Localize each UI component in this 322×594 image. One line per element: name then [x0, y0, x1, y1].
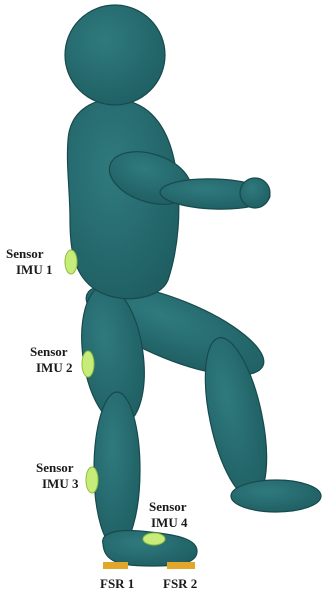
fsr1-pad	[103, 562, 128, 569]
fsr2-pad	[167, 562, 195, 569]
fsr1-label: FSR 1	[100, 576, 134, 591]
standing-shin	[94, 392, 140, 548]
body-figure	[65, 5, 321, 566]
imu1-label-line2: IMU 1	[16, 262, 52, 277]
imu2-label-line2: IMU 2	[36, 360, 72, 375]
imu3-sensor	[86, 467, 98, 493]
hand	[240, 178, 270, 208]
imu4-label-line2: IMU 4	[151, 515, 188, 530]
imu1-sensor	[65, 250, 77, 274]
raised-foot	[231, 480, 321, 512]
imu4-sensor	[143, 533, 165, 545]
imu2-sensor	[82, 351, 94, 377]
fsr2-label: FSR 2	[163, 576, 197, 591]
imu2-label-line1: Sensor	[30, 344, 68, 359]
imu3-label-line1: Sensor	[36, 460, 74, 475]
head	[65, 5, 165, 105]
imu1-label-line1: Sensor	[6, 246, 44, 261]
imu4-label-line1: Sensor	[149, 499, 187, 514]
imu3-label-line2: IMU 3	[42, 476, 79, 491]
